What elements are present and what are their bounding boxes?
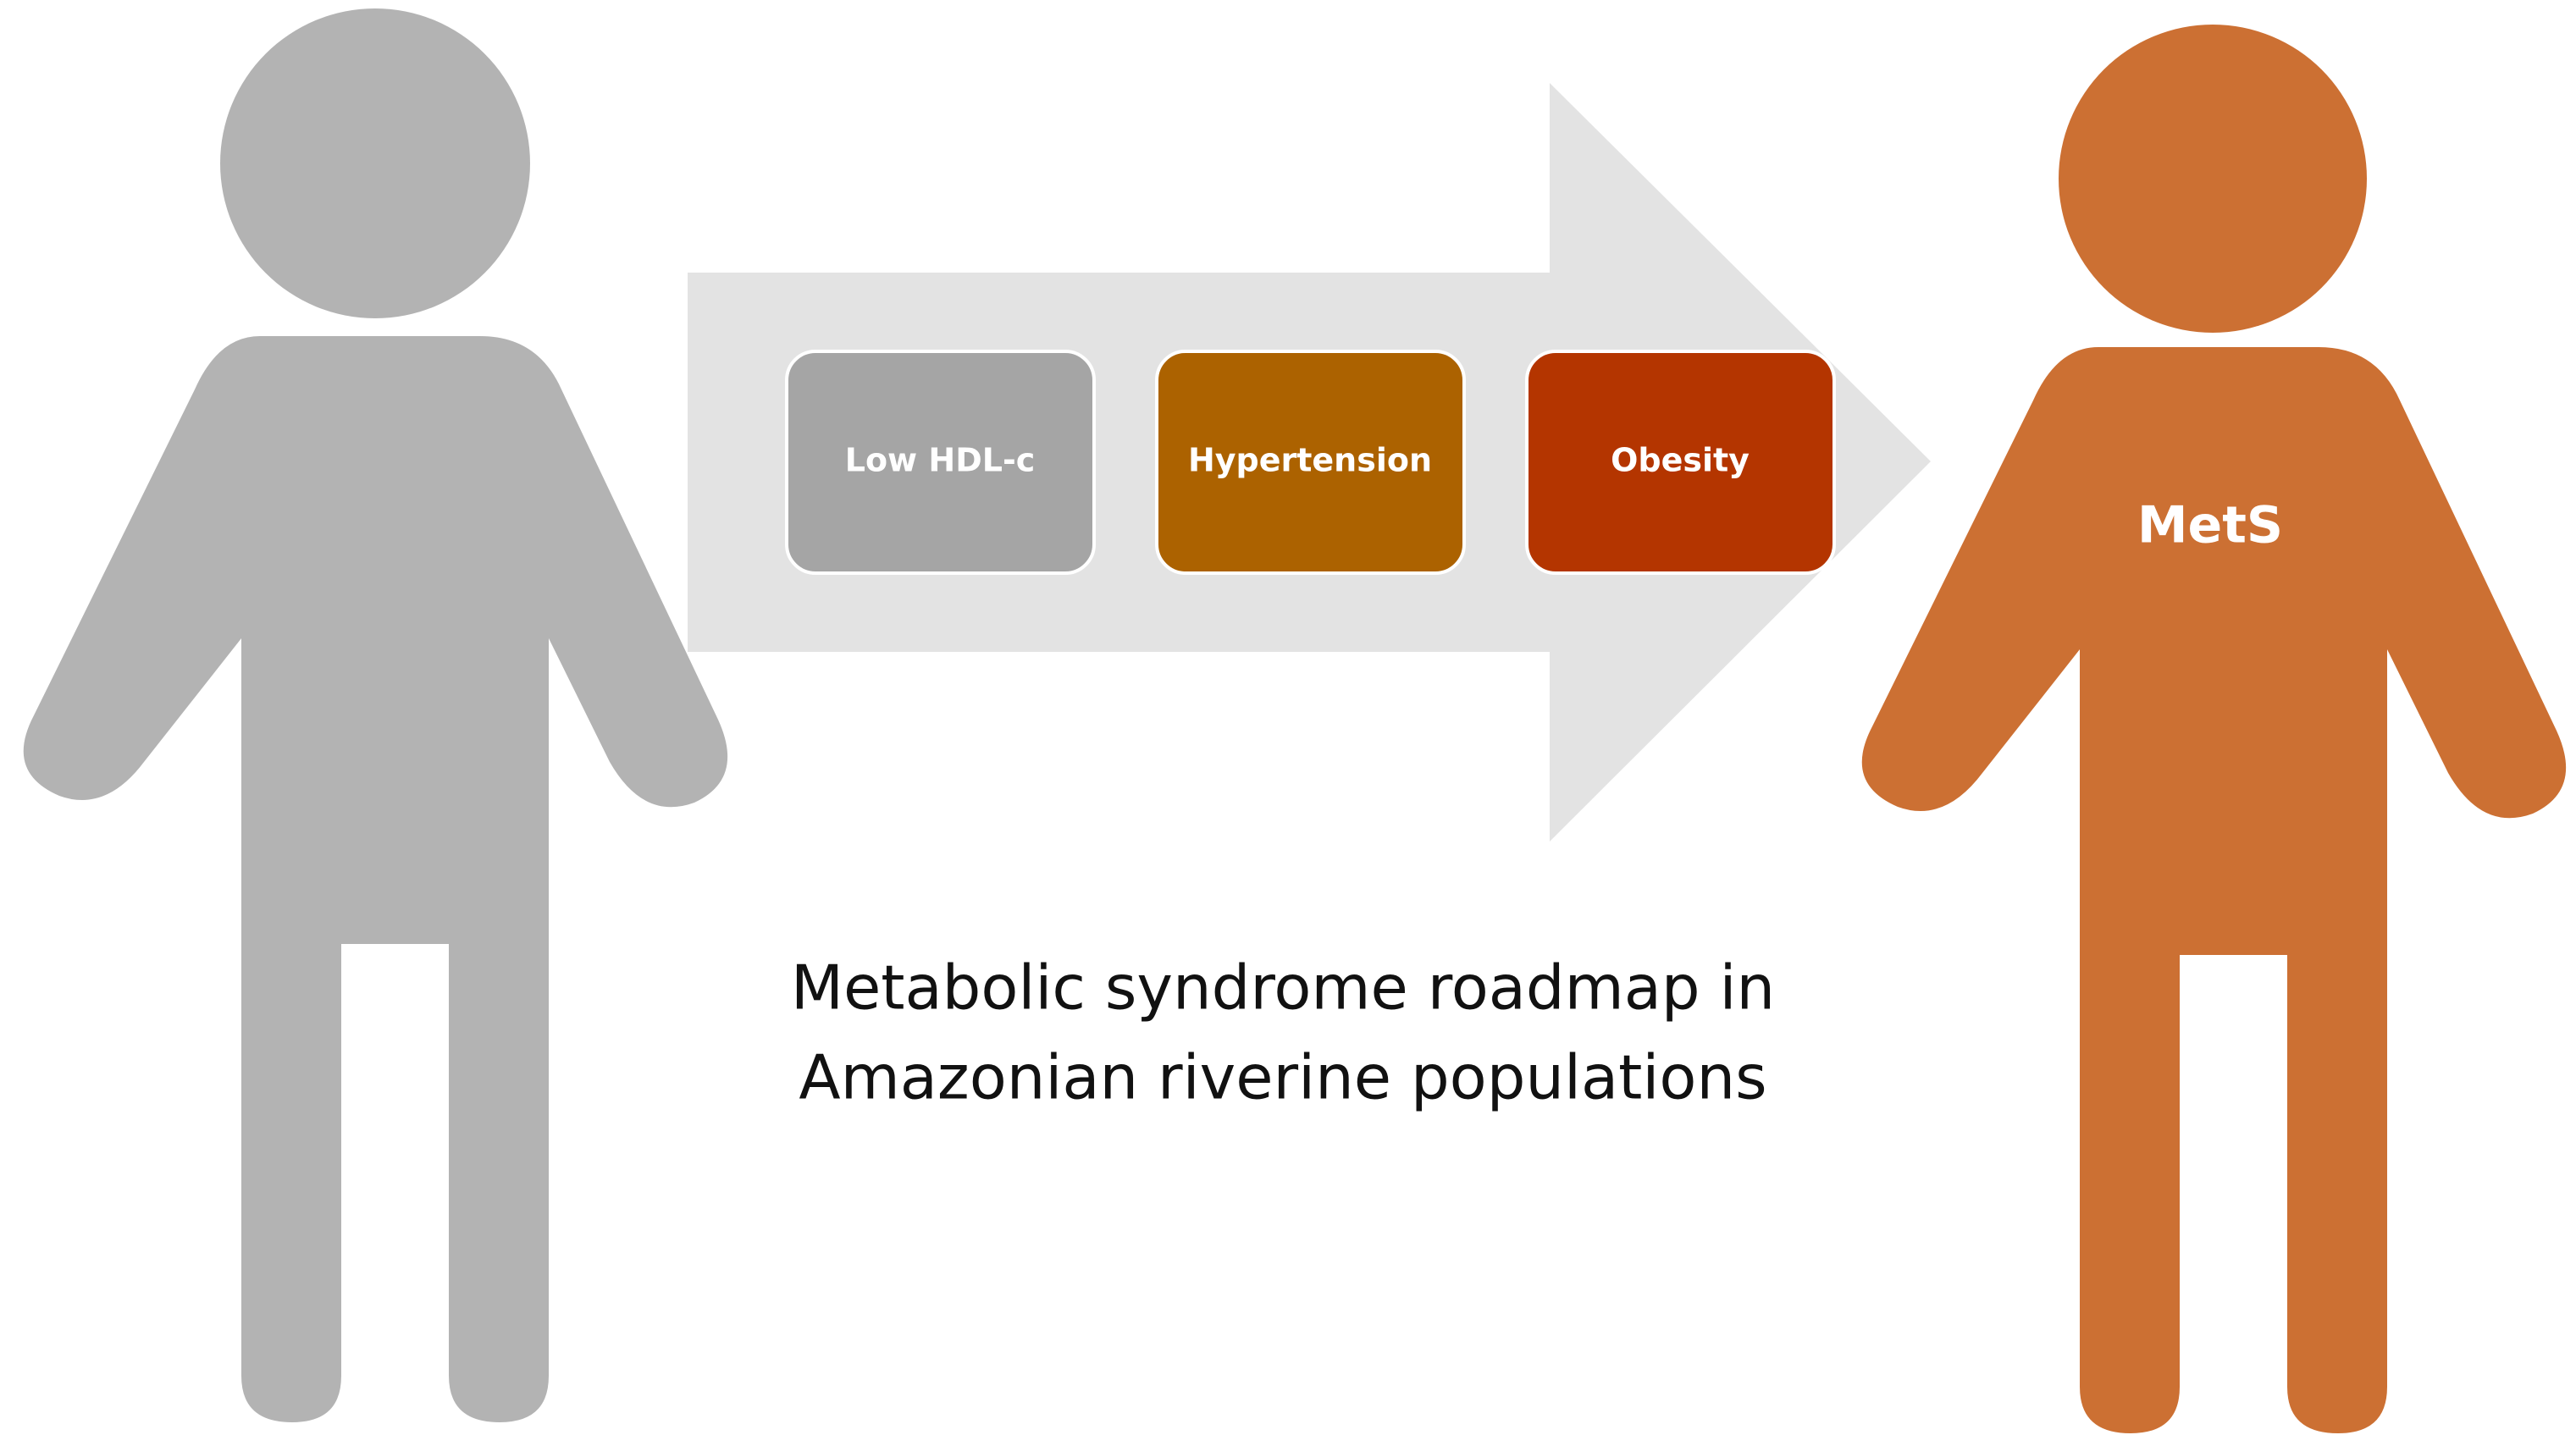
risk-factor-label: Hypertension	[1188, 442, 1432, 479]
risk-factor-label: Low HDL-c	[845, 442, 1036, 479]
risk-factor-obesity: Obesity	[1525, 350, 1836, 575]
risk-factor-low-hdl: Low HDL-c	[785, 350, 1096, 575]
mets-person-icon: MetS	[1861, 25, 2567, 1433]
mets-person-head	[2059, 25, 2367, 333]
healthy-person-icon	[23, 8, 728, 1422]
risk-factor-box	[785, 350, 1096, 575]
healthy-person-head	[220, 8, 530, 318]
healthy-person-body	[23, 336, 728, 1422]
mets-person-body	[1861, 347, 2567, 1433]
risk-factor-box	[1155, 350, 1466, 575]
caption-line-2: Amazonian riverine populations	[799, 1042, 1766, 1113]
caption-line-1: Metabolic syndrome roadmap in	[791, 952, 1775, 1024]
outcome-label: MetS	[2137, 496, 2283, 555]
diagram-caption: Metabolic syndrome roadmap in Amazonian …	[791, 952, 1775, 1113]
risk-factor-box	[1525, 350, 1836, 575]
risk-factor-hypertension: Hypertension	[1155, 350, 1466, 575]
risk-factor-label: Obesity	[1611, 442, 1750, 479]
